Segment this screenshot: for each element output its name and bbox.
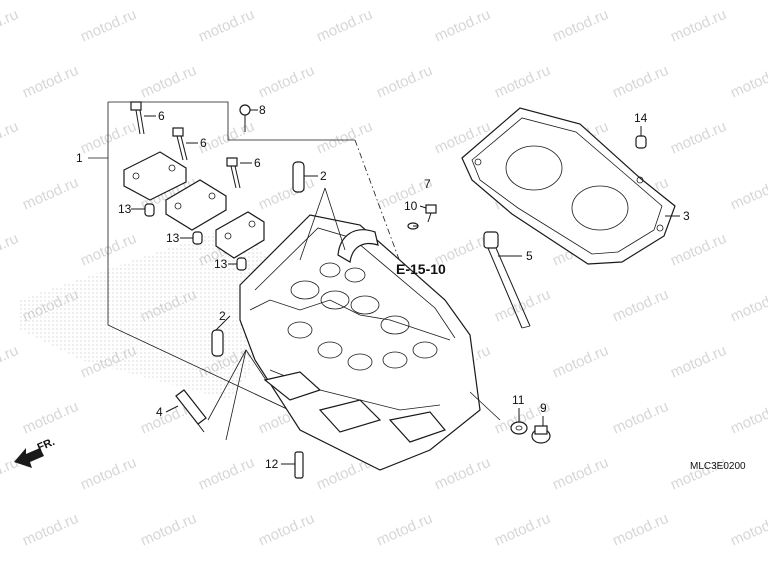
callout-11: 11 (512, 393, 525, 407)
dowel-14 (635, 135, 647, 149)
cylinder-head (239, 214, 481, 471)
callout-12: 12 (265, 457, 279, 471)
leader-lines (131, 109, 680, 465)
callout-13a: 13 (118, 202, 132, 216)
bolt-6b (172, 127, 188, 161)
collar-2 (211, 161, 305, 357)
callout-13b: 13 (166, 231, 180, 245)
callout-4: 4 (156, 405, 163, 419)
cam-holder-upper (123, 151, 187, 201)
callout-2b: 2 (219, 309, 226, 323)
stud-12 (294, 451, 304, 479)
stud-bolt-5 (483, 231, 531, 329)
callout-10: 10 (404, 199, 418, 213)
diagram-code: MLC3E0200 (690, 461, 746, 472)
callout-8: 8 (259, 103, 266, 117)
callout-6c: 6 (254, 156, 261, 170)
callout-7: 7 (424, 177, 431, 191)
head-gasket (461, 107, 676, 265)
front-arrow (14, 448, 44, 468)
callout-1: 1 (76, 151, 83, 165)
washer-11 (510, 421, 528, 435)
bolt-7 (425, 204, 437, 223)
callout-6a: 6 (158, 109, 165, 123)
shade-area (20, 220, 300, 400)
bolt-6a (130, 101, 145, 135)
callout-6b: 6 (200, 136, 207, 150)
dowel-13 (144, 203, 247, 271)
callout-9: 9 (540, 401, 547, 415)
bolt-9 (531, 425, 551, 444)
bolt-6c (226, 157, 241, 189)
reference-label: E-15-10 (396, 261, 446, 277)
spark-plug (175, 389, 207, 433)
callout-3: 3 (683, 209, 690, 223)
callout-5: 5 (526, 249, 533, 263)
cam-holder-lower (215, 211, 265, 259)
callout-2a: 2 (320, 169, 327, 183)
callout-13c: 13 (214, 257, 228, 271)
bolt-8 (239, 104, 251, 132)
cam-holder-middle (165, 179, 227, 231)
callout-14: 14 (634, 111, 648, 125)
